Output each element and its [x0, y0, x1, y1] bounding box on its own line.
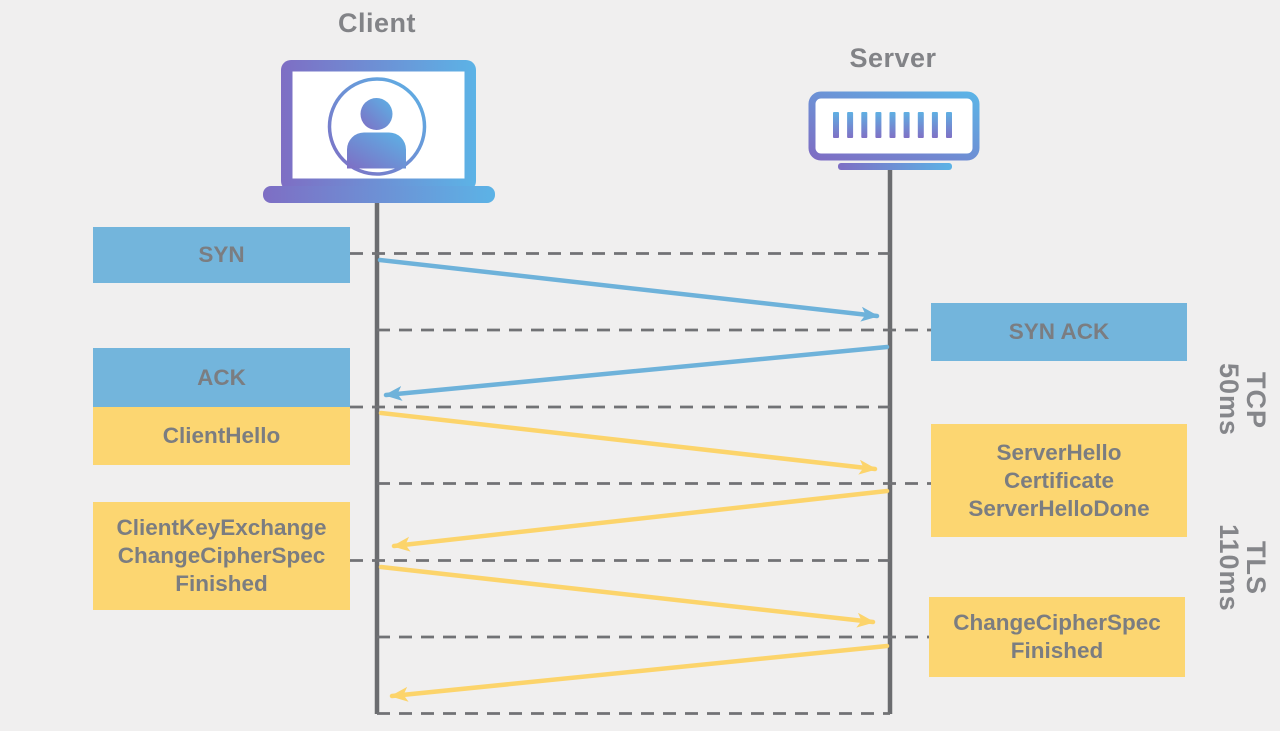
- client-hello-label: ClientHello: [162, 423, 281, 448]
- server-hello-done-line: ServerHelloDone: [968, 495, 1150, 521]
- server-base: [838, 163, 952, 170]
- server-rack-icon: [808, 91, 980, 170]
- server-hello-box: ServerHello Certificate ServerHelloDone: [931, 424, 1187, 537]
- ack-box: ACK: [93, 348, 350, 407]
- syn-ack-box: SYN ACK: [931, 303, 1187, 361]
- phase-label-tcp: TCP 50ms: [1214, 358, 1271, 442]
- change-cipher-spec-line: ChangeCipherSpec: [117, 543, 326, 568]
- client-title: Client: [337, 8, 416, 38]
- client-hello-arrow: [378, 410, 878, 475]
- user-body: [347, 132, 406, 169]
- ack-label: ACK: [197, 364, 246, 390]
- client-key-exchange-arrow: [378, 564, 876, 628]
- syn-box: SYN: [93, 227, 350, 283]
- laptop-user-icon: [263, 60, 495, 203]
- finished-line: Finished: [175, 571, 268, 596]
- timing-dashed-lines: [350, 252, 931, 715]
- syn-label: SYN: [198, 242, 245, 267]
- server-change-cipher-spec-line: ChangeCipherSpec: [953, 610, 1161, 635]
- server-finished-arrow: [389, 643, 890, 702]
- certificate-line: Certificate: [1003, 467, 1115, 493]
- user-avatar-circle: [327, 77, 427, 176]
- user-head: [360, 98, 393, 130]
- client-hello-box: ClientHello: [93, 407, 350, 465]
- phase-label-tls: TLS 110ms: [1214, 520, 1271, 616]
- server-title: Server: [849, 43, 937, 73]
- server-hello-arrow: [391, 488, 890, 552]
- server-finished-line: Finished: [1010, 638, 1104, 663]
- syn-ack-label: SYN ACK: [1008, 319, 1110, 344]
- tls-protocol-label: TLS: [1241, 541, 1271, 595]
- syn-ack-arrow: [383, 344, 890, 401]
- server-slots: [833, 112, 952, 138]
- client-key-exchange-line: ClientKeyExchange: [116, 515, 327, 540]
- server-finished-box: ChangeCipherSpec Finished: [929, 597, 1185, 677]
- syn-arrow: [377, 257, 880, 322]
- tcp-protocol-label: TCP: [1241, 371, 1271, 429]
- tcp-duration-label: 50ms: [1214, 363, 1244, 437]
- laptop-base: [263, 186, 495, 203]
- message-arrows: [377, 257, 890, 702]
- client-key-exchange-box: ClientKeyExchange ChangeCipherSpec Finis…: [93, 502, 350, 610]
- tls-duration-label: 110ms: [1214, 524, 1244, 612]
- server-hello-line: ServerHello: [996, 439, 1122, 465]
